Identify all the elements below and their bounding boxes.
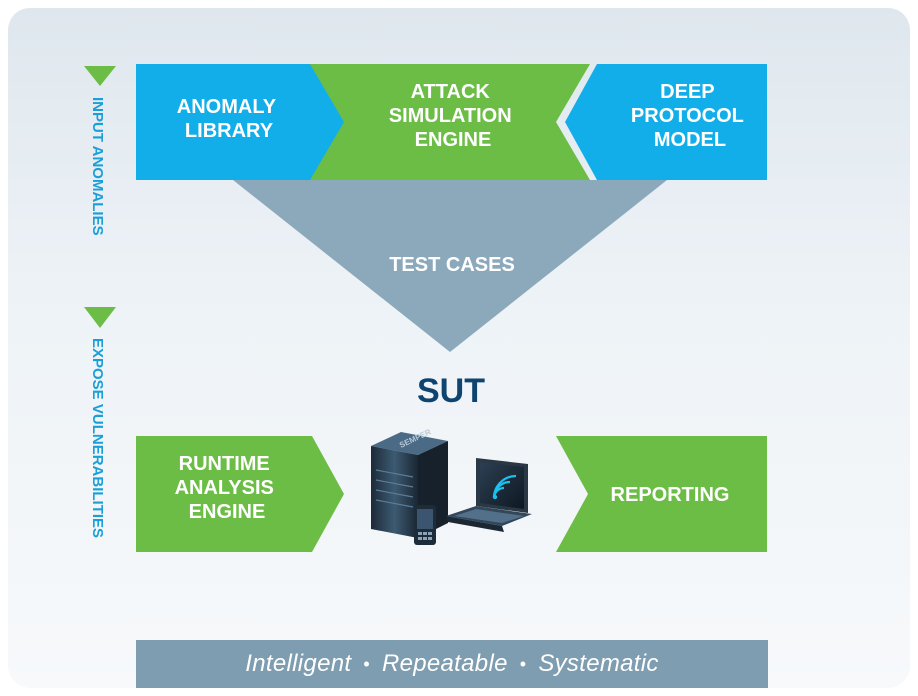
footer-item-repeatable: Repeatable: [381, 650, 508, 677]
anomaly-library-label: ANOMALY LIBRARY: [177, 96, 281, 142]
phone-icon: [414, 505, 436, 545]
laptop-icon: [446, 458, 532, 532]
test-cases-label: TEST CASES: [389, 254, 515, 276]
sut-devices-icon: SEMPER: [371, 427, 532, 545]
footer-item-intelligent: Intelligent: [245, 650, 352, 677]
deep-protocol-model-label: DEEP PROTOCOL MODEL: [631, 81, 749, 151]
footer-item-systematic: Systematic: [538, 650, 659, 677]
reporting-label: REPORTING: [611, 484, 730, 506]
input-anomalies-arrow-icon: [84, 66, 116, 86]
attack-simulation-engine-label: ATTACK SIMULATION ENGINE: [389, 81, 518, 151]
input-anomalies-label: INPUT ANOMALIES: [89, 97, 106, 236]
runtime-analysis-engine-label: RUNTIME ANALYSIS ENGINE: [175, 453, 280, 523]
sut-label: SUT: [417, 372, 485, 410]
runtime-analysis-engine-box: [136, 436, 344, 552]
footer-separator: •: [519, 653, 527, 674]
test-cases-funnel: [233, 180, 667, 352]
deep-protocol-model-box: [565, 64, 767, 180]
anomaly-library-box: [136, 64, 350, 180]
attack-simulation-engine-box: [310, 64, 590, 180]
expose-vulnerabilities-label: EXPOSE VULNERABILITIES: [89, 338, 106, 538]
footer-separator: •: [363, 653, 370, 674]
expose-vulnerabilities-arrow-icon: [84, 307, 116, 328]
footer-tagline-bar: Intelligent • Repeatable • Systematic: [136, 640, 768, 688]
server-tower-icon: SEMPER: [371, 427, 448, 538]
reporting-box: [556, 436, 767, 552]
